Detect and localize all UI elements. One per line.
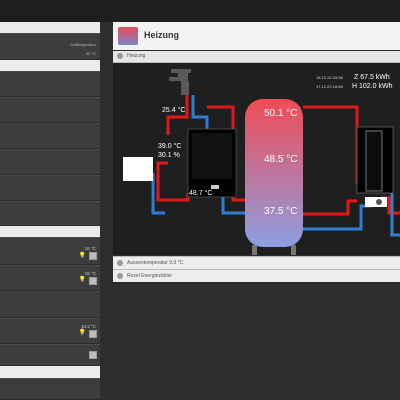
section-header[interactable]: Heizung	[113, 51, 400, 63]
meter-z-kwh: Z 67.5 kWh	[354, 74, 390, 81]
expand-icon[interactable]	[117, 260, 123, 266]
sidebar-row[interactable]	[0, 378, 100, 400]
top-bar	[0, 0, 400, 22]
tap-temp: 25.4 °C	[162, 107, 186, 114]
left-sidebar: Solltemperatur 39 °C 16 °C 💡 16 °C 💡 10.…	[0, 22, 100, 400]
heating-icon	[118, 27, 138, 45]
sidebar-row[interactable]	[0, 71, 100, 97]
sidebar-row[interactable]	[0, 149, 100, 175]
footer-label: Aussentemperatur 9.9 °C	[127, 260, 184, 266]
heating-diagram: 25.4 °C 39.0 °C 30.1 % 48.7 °C 50.1 °C 4…	[113, 63, 400, 255]
sidebar-row-temp1[interactable]: 16 °C 💡	[0, 237, 100, 265]
sidebar-row-divider	[0, 60, 100, 71]
tank-top-temp: 50.1 °C	[264, 108, 298, 119]
solltemp-value: 39 °C	[85, 51, 96, 56]
boiler-percent: 30.1 %	[158, 152, 180, 159]
boiler-out-temp: 48.7 °C	[189, 190, 213, 197]
bulb-icon: 💡	[78, 253, 86, 259]
panel-header: Heizung	[113, 22, 400, 50]
panel-title: Heizung	[144, 30, 179, 40]
section-label: Heizung	[127, 53, 146, 59]
heat-meter	[356, 126, 394, 207]
meter-h-kwh: H 102.0 kWh	[352, 83, 393, 90]
faucet-icon	[169, 69, 191, 95]
collapse-icon[interactable]	[117, 53, 123, 59]
checkbox[interactable]	[89, 252, 97, 260]
footer-label: Rosel Energiezähler	[127, 273, 173, 279]
sidebar-row-divider	[0, 366, 100, 378]
storage-tank	[245, 99, 303, 255]
meter-date-1: 15.12.22 03:38	[316, 75, 343, 80]
sidebar-row[interactable]	[0, 175, 100, 201]
boiler-icon	[187, 128, 237, 198]
sidebar-row[interactable]	[0, 291, 100, 318]
sidebar-row[interactable]	[0, 201, 100, 226]
sidebar-row-solltemp[interactable]: Solltemperatur 39 °C	[0, 33, 100, 60]
external-unit	[123, 157, 153, 181]
sidebar-row[interactable]	[0, 123, 100, 149]
bulb-icon: 💡	[78, 277, 86, 283]
checkbox[interactable]	[89, 351, 97, 359]
tank-bottom-temp: 37.5 °C	[264, 206, 298, 217]
expand-icon[interactable]	[117, 273, 123, 279]
sidebar-row-temp3[interactable]: 10.3 °C 💡	[0, 318, 100, 344]
temp1-value: 16 °C	[84, 246, 96, 251]
sidebar-row-header	[0, 22, 100, 33]
sidebar-row-divider	[0, 226, 100, 237]
sidebar-row-temp2[interactable]: 16 °C 💡	[0, 265, 100, 291]
meter-date-2: 17.12.22 18:48	[316, 84, 343, 89]
footer-row-energy-meter[interactable]: Rosel Energiezähler	[113, 269, 400, 282]
diagram-svg	[123, 69, 400, 255]
temp3-value: 10.3 °C	[80, 324, 96, 329]
sidebar-row[interactable]	[0, 344, 100, 366]
temp2-value: 16 °C	[84, 271, 96, 276]
bulb-icon: 💡	[78, 330, 86, 336]
checkbox[interactable]	[89, 330, 97, 338]
sidebar-row[interactable]	[0, 97, 100, 123]
footer-row-outside-temp[interactable]: Aussentemperatur 9.9 °C	[113, 256, 400, 269]
solltemp-label: Solltemperatur	[69, 42, 96, 47]
boiler-temp: 39.0 °C	[158, 143, 182, 150]
heating-panel: Heizung Heizung	[113, 22, 400, 284]
tank-mid-temp: 48.5 °C	[264, 154, 298, 165]
checkbox[interactable]	[89, 277, 97, 285]
